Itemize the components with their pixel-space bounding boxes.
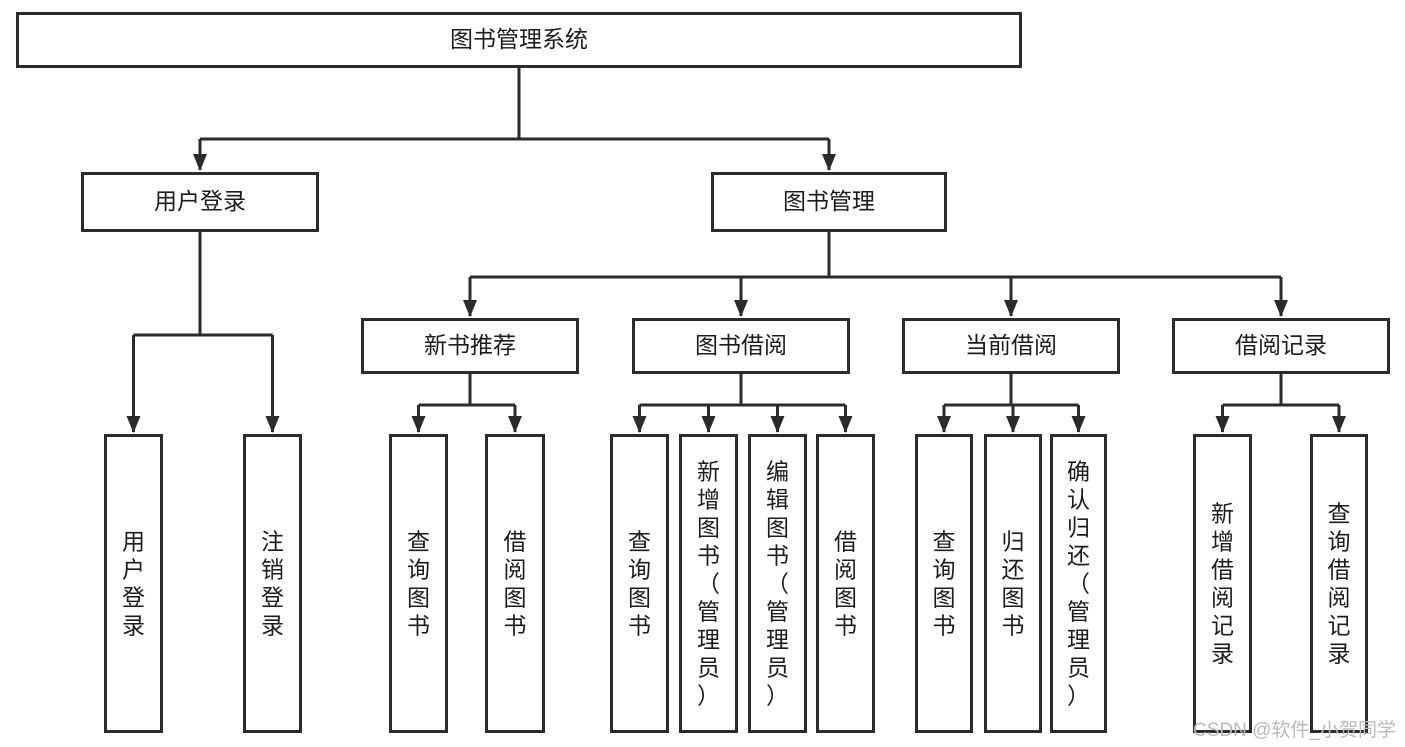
node-box-leaf-query-book-2 <box>610 434 669 733</box>
node-leaf-add-book-admin[interactable]: 新增图书（管理员） <box>679 434 738 733</box>
node-label-leaf-query-book-3: 查询图书 <box>933 528 956 638</box>
node-label-leaf-confirm-return: 确认归还（管理员） <box>1067 458 1090 708</box>
node-box-leaf-query-book-1 <box>389 434 448 733</box>
node-label-borrow-record: 借阅记录 <box>1235 332 1327 358</box>
node-leaf-query-book-1[interactable]: 查询图书 <box>389 434 448 733</box>
node-label-leaf-query-book-1: 查询图书 <box>407 528 430 638</box>
node-leaf-add-borrow-record[interactable]: 新增借阅记录 <box>1193 434 1252 733</box>
node-box-current-borrow <box>902 318 1120 374</box>
node-label-leaf-logout-login: 注销登录 <box>261 528 284 638</box>
arrow-head-icon <box>822 154 836 171</box>
node-box-leaf-borrow-book-1 <box>485 434 545 733</box>
node-borrow-record[interactable]: 借阅记录 <box>1172 318 1390 374</box>
node-user-login[interactable]: 用户登录 <box>81 172 319 232</box>
node-leaf-return-book[interactable]: 归还图书 <box>984 434 1042 733</box>
node-label-leaf-add-book-admin: 新增图书（管理员） <box>697 458 720 708</box>
node-label-leaf-query-borrow-record: 查询借阅记录 <box>1328 500 1351 666</box>
arrow-head-icon <box>838 416 853 433</box>
node-label-current-borrow: 当前借阅 <box>965 332 1057 358</box>
node-root[interactable]: 图书管理系统 <box>16 12 1022 68</box>
node-box-leaf-user-login <box>104 434 163 733</box>
node-label-leaf-query-book-2: 查询图书 <box>628 528 651 638</box>
node-box-leaf-query-book-3 <box>915 434 973 733</box>
arrow-head-icon <box>1215 416 1230 433</box>
arrow-head-icon <box>126 416 141 433</box>
arrow-head-icon <box>770 416 785 433</box>
node-leaf-query-borrow-record[interactable]: 查询借阅记录 <box>1310 434 1368 733</box>
arrow-head-icon <box>1332 416 1346 433</box>
node-box-book-management <box>711 172 947 232</box>
arrow-head-icon <box>734 300 748 317</box>
arrow-head-icon <box>1071 416 1086 433</box>
node-new-book-recommend[interactable]: 新书推荐 <box>361 318 579 374</box>
arrow-head-icon <box>265 416 280 433</box>
node-leaf-edit-book-admin[interactable]: 编辑图书（管理员） <box>748 434 807 733</box>
arrow-head-icon <box>632 416 647 433</box>
arrow-head-icon <box>1004 300 1018 317</box>
node-box-leaf-add-book-admin <box>679 434 738 733</box>
arrow-head-icon <box>411 416 426 433</box>
node-leaf-borrow-book-2[interactable]: 借阅图书 <box>816 434 875 733</box>
node-label-leaf-add-borrow-record: 新增借阅记录 <box>1211 500 1234 666</box>
arrow-head-icon <box>701 416 716 433</box>
node-book-borrow[interactable]: 图书借阅 <box>632 318 850 374</box>
node-box-leaf-add-borrow-record <box>1193 434 1252 733</box>
node-box-leaf-confirm-return <box>1050 434 1107 733</box>
node-box-leaf-query-borrow-record <box>1310 434 1368 733</box>
node-label-leaf-edit-book-admin: 编辑图书（管理员） <box>766 458 789 708</box>
node-box-borrow-record <box>1172 318 1390 374</box>
arrow-head-icon <box>508 416 522 433</box>
node-leaf-user-login[interactable]: 用户登录 <box>104 434 163 733</box>
node-label-new-book-recommend: 新书推荐 <box>424 332 516 358</box>
arrow-head-icon <box>937 416 951 433</box>
node-box-book-borrow <box>632 318 850 374</box>
node-label-user-login: 用户登录 <box>154 188 246 214</box>
node-box-leaf-logout-login <box>243 434 302 733</box>
node-current-borrow[interactable]: 当前借阅 <box>902 318 1120 374</box>
arrow-head-icon <box>1274 300 1288 317</box>
node-label-leaf-return-book: 归还图书 <box>1002 528 1025 638</box>
node-label-root: 图书管理系统 <box>450 26 588 52</box>
node-label-book-management: 图书管理 <box>783 188 875 214</box>
node-label-book-borrow: 图书借阅 <box>695 332 787 358</box>
node-box-leaf-return-book <box>984 434 1042 733</box>
node-box-user-login <box>81 172 319 232</box>
node-leaf-query-book-3[interactable]: 查询图书 <box>915 434 973 733</box>
node-book-management[interactable]: 图书管理 <box>711 172 947 232</box>
node-box-new-book-recommend <box>361 318 579 374</box>
watermark-label: CSDN @软件_小贺同学 <box>1193 719 1396 741</box>
node-label-leaf-borrow-book-2: 借阅图书 <box>834 528 857 638</box>
arrow-head-icon <box>193 154 207 171</box>
node-layer: 图书管理系统用户登录图书管理新书推荐图书借阅当前借阅借阅记录用户登录注销登录查询… <box>16 12 1390 733</box>
node-box-root <box>16 12 1022 68</box>
arrow-head-icon <box>1006 416 1020 433</box>
node-leaf-confirm-return[interactable]: 确认归还（管理员） <box>1050 434 1107 733</box>
node-leaf-query-book-2[interactable]: 查询图书 <box>610 434 669 733</box>
node-box-leaf-borrow-book-2 <box>816 434 875 733</box>
node-box-leaf-edit-book-admin <box>748 434 807 733</box>
node-label-leaf-user-login: 用户登录 <box>122 528 145 638</box>
arrow-head-icon <box>463 300 477 317</box>
node-leaf-borrow-book-1[interactable]: 借阅图书 <box>485 434 545 733</box>
node-leaf-logout-login[interactable]: 注销登录 <box>243 434 302 733</box>
node-label-leaf-borrow-book-1: 借阅图书 <box>504 528 527 638</box>
connector-layer <box>126 68 1346 433</box>
